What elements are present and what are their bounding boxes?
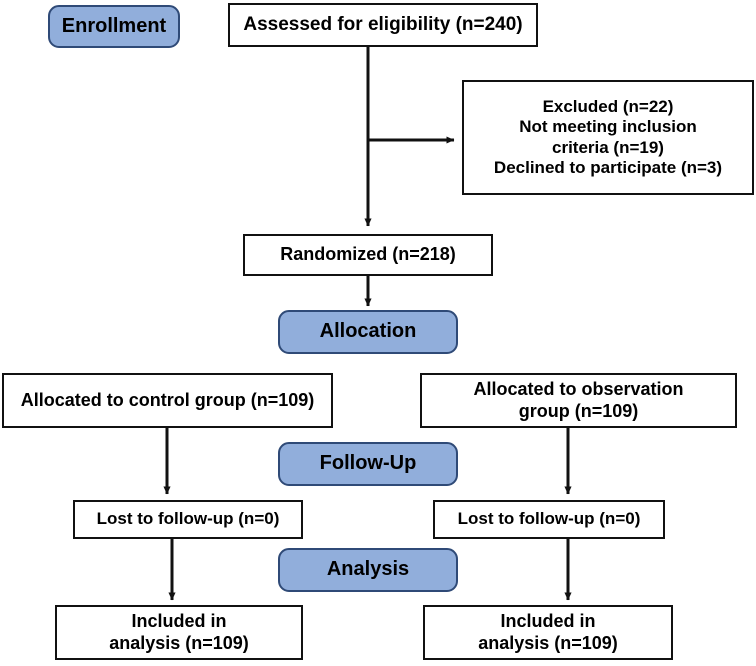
node-assessed-line-1: Assessed for eligibility (n=240)	[243, 13, 523, 35]
stage-label-enrollment: Enrollment	[48, 5, 180, 48]
node-excluded-line-4: Declined to participate (n=3)	[493, 157, 723, 177]
node-lost-observation-line-1: Lost to follow-up (n=0)	[457, 509, 641, 529]
stage-label-allocation: Allocation	[278, 310, 458, 354]
node-allocated-observation: Allocated to observation group (n=109)	[420, 373, 737, 428]
node-allocated-observation-line-1: Allocated to observation	[473, 379, 684, 400]
node-lost-to-follow-up-observation: Lost to follow-up (n=0)	[433, 500, 665, 539]
node-lost-control-line-1: Lost to follow-up (n=0)	[96, 509, 280, 529]
node-lost-to-follow-up-control: Lost to follow-up (n=0)	[73, 500, 303, 539]
node-allocated-control: Allocated to control group (n=109)	[2, 373, 333, 428]
node-excluded-line-2: Not meeting inclusion	[519, 117, 697, 137]
stage-enrollment-text: Enrollment	[61, 14, 167, 37]
node-included-in-analysis-observation: Included in analysis (n=109)	[423, 605, 673, 660]
node-assessed-for-eligibility: Assessed for eligibility (n=240)	[228, 3, 538, 47]
node-allocated-control-line-1: Allocated to control group (n=109)	[20, 389, 315, 410]
stage-follow-up-text: Follow-Up	[319, 452, 417, 475]
node-excluded-line-3: criteria (n=19)	[552, 137, 664, 157]
node-excluded-line-1: Excluded (n=22)	[542, 97, 674, 117]
stage-label-follow-up: Follow-Up	[278, 442, 458, 486]
node-included-in-analysis-control: Included in analysis (n=109)	[55, 605, 303, 660]
node-randomized-line-1: Randomized (n=218)	[280, 244, 456, 265]
stage-analysis-text: Analysis	[326, 558, 410, 581]
node-randomized: Randomized (n=218)	[243, 234, 493, 276]
node-allocated-observation-line-2: group (n=109)	[518, 400, 639, 421]
node-analysis-observation-line-2: analysis (n=109)	[478, 632, 618, 653]
node-excluded: Excluded (n=22) Not meeting inclusion cr…	[462, 80, 754, 195]
stage-allocation-text: Allocation	[319, 320, 417, 343]
node-analysis-control-line-2: analysis (n=109)	[109, 632, 249, 653]
stage-label-analysis: Analysis	[278, 548, 458, 592]
node-analysis-control-line-1: Included in	[131, 611, 227, 632]
node-analysis-observation-line-1: Included in	[500, 611, 596, 632]
